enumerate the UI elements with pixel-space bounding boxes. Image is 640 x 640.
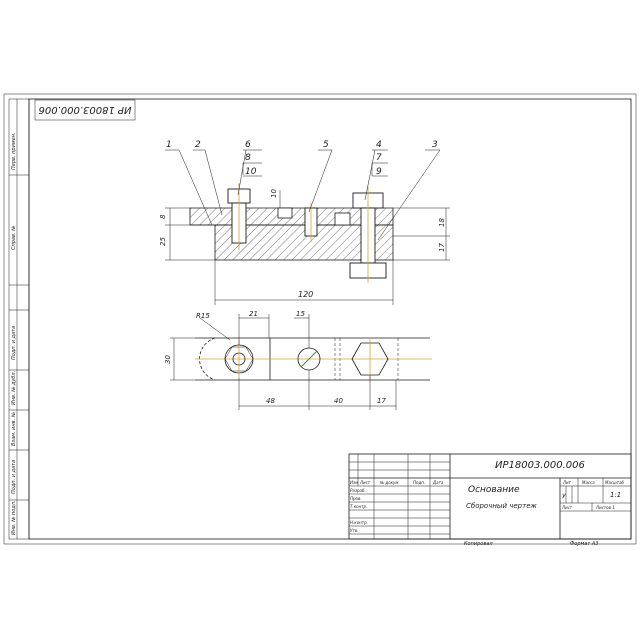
dim-15: 15 [296,310,305,318]
dim-25: 25 [159,237,167,246]
strip-label-sprav: Справ. № [11,226,17,250]
tb-h-mass: Масса [582,480,595,485]
strip-label-inv-dubl: Инв. № дубл. [11,371,17,405]
strip-label-perv: Перв. примен. [11,132,17,170]
dim-48: 48 [266,397,275,405]
tb-sheet: Лист [561,505,573,510]
leader-6: 6 [245,140,251,150]
leader-5: 5 [323,140,329,150]
tb-col-izm: Изм [350,480,358,485]
leader-3: 3 [432,140,438,150]
dim-40: 40 [334,397,343,405]
title-block: Изм Лист № докум. Подп. Дата Разраб. Про… [348,453,632,540]
sheet-inner-frame [28,98,632,540]
dim-120: 120 [298,290,313,299]
leader-4: 4 [376,140,382,150]
sheet-outer-border [3,93,637,545]
tb-col-date: Дата [432,480,444,485]
leader-10: 10 [245,167,257,177]
tb-h-lit: Лит [562,480,572,485]
plan-hex-nut [351,342,389,376]
tb-part-name: Основание [468,485,520,495]
dim-30: 30 [164,355,172,364]
tb-row-nkontr: Н.контр. [350,520,368,525]
strip-label-vzam: Взам. инв. № [11,412,17,446]
leader-2: 2 [195,140,201,150]
left-binding-strip: Перв. примен. Справ. № Подп. и дата Инв.… [8,98,30,540]
leader-8: 8 [245,153,251,163]
leader-9: 9 [376,167,382,177]
top-drawing-code: ИР 18003.000.006 [38,104,131,115]
dim-17: 17 [438,243,446,252]
tb-row-prov: Пров. [350,496,362,501]
tb-col-doc: № докум. [379,480,400,485]
dim-21: 21 [249,310,258,318]
dim-10: 10 [270,189,278,198]
strip-label-podp-1: Подп. и дата [11,326,17,360]
dim-8: 8 [159,214,167,219]
footer-format: Формат А3 [570,541,598,547]
leader-1: 1 [166,140,172,150]
tb-h-scale: Масштаб [605,480,625,485]
tb-doc-type: Сборочный чертеж [466,502,537,510]
strip-label-inv-podl: Инв. № подл. [11,501,17,536]
tb-lit-value: У [562,493,566,500]
tb-scale-value: 1:1 [610,491,621,499]
tb-row-razrab: Разраб. [350,488,366,493]
front-view: 1 2 6 8 10 5 4 7 9 3 8 25 10 18 17 120 [159,140,450,305]
plan-view: R15 21 15 30 48 40 17 [164,310,432,410]
leader-7: 7 [376,153,382,163]
tb-col-list: Лист [359,480,371,485]
tb-col-sign: Подп. [413,480,425,485]
top-code-box: ИР 18003.000.006 [34,99,136,121]
tb-drawing-code: ИР18003.000.006 [495,460,585,471]
dim-17-plan: 17 [377,397,386,405]
dim-18: 18 [438,218,446,227]
strip-label-podp-2: Подп. и дата [11,460,17,494]
tb-row-utv: Утв. [350,528,358,533]
footer-copied: Копировал [464,541,493,547]
tb-row-tkontr: Т.контр. [350,504,367,509]
dim-r15: R15 [196,312,210,320]
tb-sheets: Листов 1 [595,505,615,510]
